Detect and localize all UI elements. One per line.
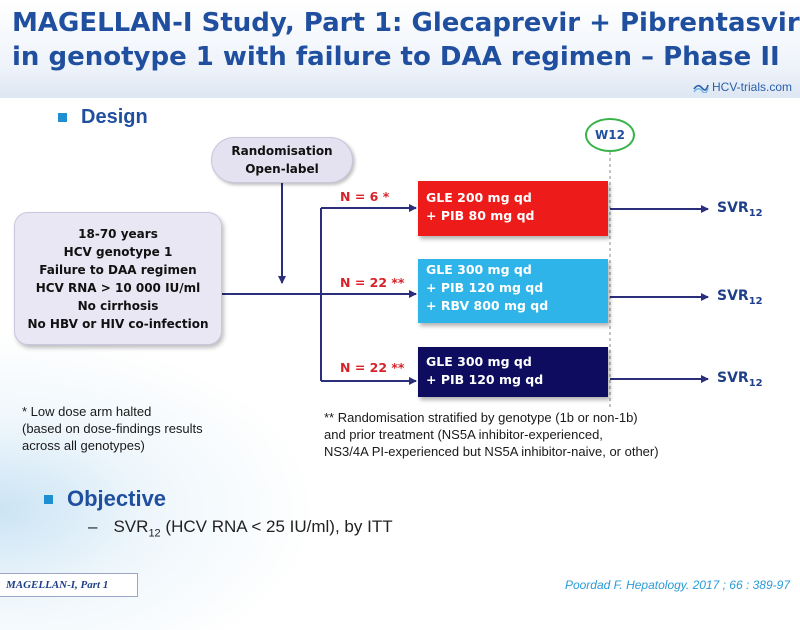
criterion-hcv-rna: HCV RNA > 10 000 IU/ml — [35, 281, 201, 295]
title-line-2: in genotype 1 with failure to DAA regime… — [12, 42, 780, 72]
arm3-n-label: N = 22 ** — [340, 360, 405, 375]
footnote-right-line-1: ** Randomisation stratified by genotype … — [324, 410, 638, 425]
inclusion-criteria-box: 18-70 years HCV genotype 1 Failure to DA… — [14, 212, 222, 345]
arm2-svr-label: SVR12 — [717, 288, 763, 307]
study-tag: MAGELLAN-I, Part 1 — [0, 573, 138, 597]
arm1-line-2: + PIB 80 mg qd — [426, 208, 535, 223]
svr-text: SVR — [717, 288, 749, 304]
footnote-left-line-1: * Low dose arm halted — [22, 404, 152, 419]
arm2-line-1: GLE 300 mg qd — [426, 262, 532, 277]
footnote-low-dose: * Low dose arm halted (based on dose-fin… — [22, 403, 203, 454]
design-heading: Design — [58, 106, 148, 129]
footnote-stratification: ** Randomisation stratified by genotype … — [324, 409, 659, 460]
arm3-line-1: GLE 300 mg qd — [426, 354, 532, 369]
title-line-1: MAGELLAN-I Study, Part 1: Glecaprevir + … — [12, 8, 800, 38]
svr-text: SVR — [717, 370, 749, 386]
footnote-right-line-2: and prior treatment (NS5A inhibitor-expe… — [324, 427, 603, 442]
footnote-left-line-2: (based on dose-findings results — [22, 421, 203, 436]
randomisation-box: Randomisation Open-label — [211, 137, 353, 183]
dash-bullet: – — [88, 517, 98, 536]
design-heading-label: Design — [81, 106, 148, 128]
arm2-line-3: + RBV 800 mg qd — [426, 298, 549, 313]
svr-subscript: 12 — [748, 207, 763, 219]
arm2-line-2: + PIB 120 mg qd — [426, 280, 544, 295]
arm1-n-label: N = 6 * — [340, 189, 390, 204]
objective-svr: SVR — [113, 517, 149, 536]
objective-rest: (HCV RNA < 25 IU/ml), by ITT — [160, 517, 393, 536]
open-label-label: Open-label — [245, 162, 319, 176]
objective-text: –SVR12 (HCV RNA < 25 IU/ml), by ITT — [88, 517, 393, 539]
arm3-line-2: + PIB 120 mg qd — [426, 372, 544, 387]
w12-timepoint: W12 — [585, 118, 635, 152]
objective-heading: Objective — [44, 486, 166, 512]
arm1-svr-label: SVR12 — [717, 200, 763, 219]
arm3-regimen-box: GLE 300 mg qd + PIB 120 mg qd — [418, 347, 608, 397]
footnote-right-line-3: NS3/4A PI-experienced but NS5A inhibitor… — [324, 444, 659, 459]
bullet-square-icon — [44, 494, 53, 504]
hcv-trials-logo: HCV-trials.com — [693, 78, 792, 96]
title-bar: MAGELLAN-I Study, Part 1: Glecaprevir + … — [0, 0, 800, 98]
logo-waves-icon — [693, 84, 709, 93]
svr-subscript: 12 — [748, 377, 763, 389]
svr-text: SVR — [717, 200, 749, 216]
arm2-regimen-box: GLE 300 mg qd + PIB 120 mg qd + RBV 800 … — [418, 259, 608, 323]
footnote-left-line-3: across all genotypes) — [22, 438, 145, 453]
objective-heading-label: Objective — [67, 486, 167, 511]
criterion-age: 18-70 years — [78, 227, 158, 241]
page-title: MAGELLAN-I Study, Part 1: Glecaprevir + … — [12, 6, 800, 74]
criterion-no-cirrhosis: No cirrhosis — [77, 299, 159, 313]
bullet-square-icon — [58, 113, 67, 122]
arm1-line-1: GLE 200 mg qd — [426, 190, 532, 205]
flow-connectors — [222, 152, 709, 410]
objective-svr-subscript: 12 — [148, 527, 161, 540]
arm1-regimen-box: GLE 200 mg qd + PIB 80 mg qd — [418, 181, 608, 236]
criterion-genotype: HCV genotype 1 — [63, 245, 173, 259]
svr-subscript: 12 — [748, 295, 763, 307]
arm3-svr-label: SVR12 — [717, 370, 763, 389]
criterion-no-coinfection: No HBV or HIV co-infection — [27, 317, 209, 331]
citation: Poordad F. Hepatology. 2017 ; 66 : 389-9… — [564, 578, 790, 592]
logo-text: HCV-trials.com — [711, 80, 792, 94]
criterion-daa-failure: Failure to DAA regimen — [39, 263, 197, 277]
randomisation-label: Randomisation — [231, 144, 333, 158]
arm2-n-label: N = 22 ** — [340, 275, 405, 290]
